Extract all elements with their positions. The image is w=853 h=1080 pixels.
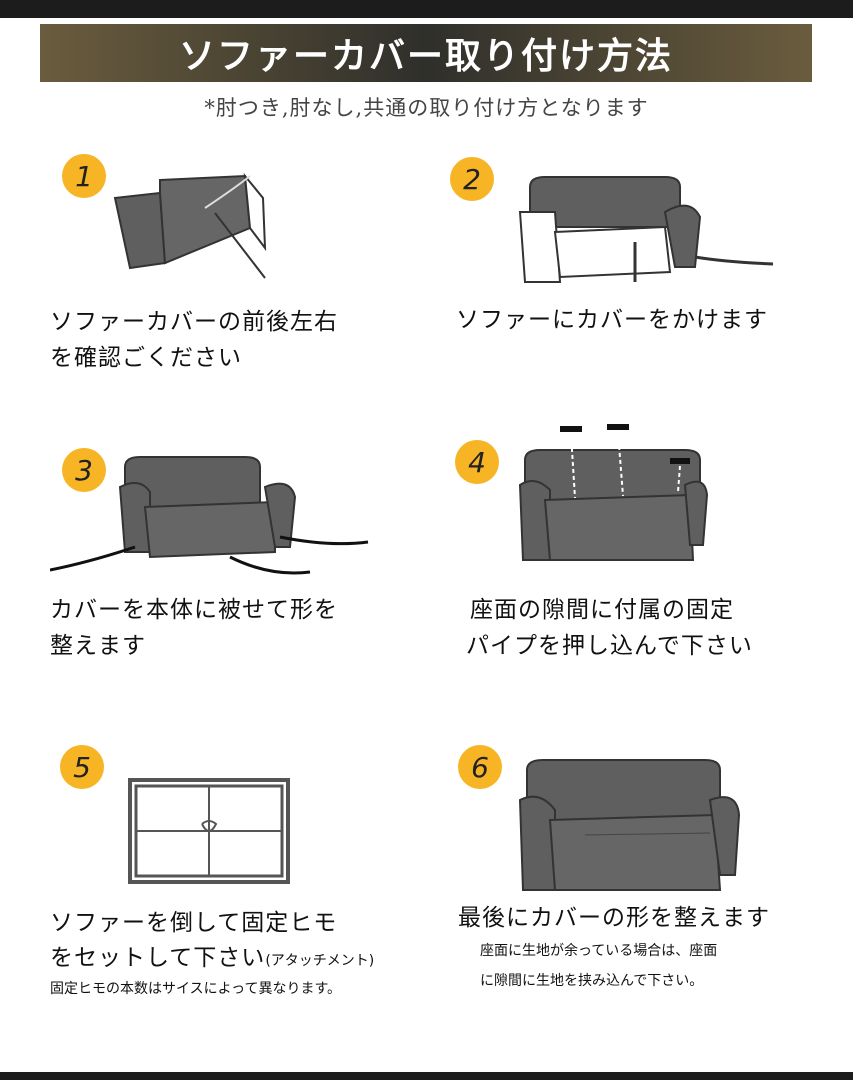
page-subtitle: *肘つき,肘なし,共通の取り付け方となります	[204, 96, 649, 120]
step-1-badge: 1	[62, 154, 106, 198]
step-3-text-line2: 整えます	[50, 633, 146, 659]
page-title: ソファーカバー取り付け方法	[178, 36, 673, 77]
step-6-badge: 6	[458, 745, 502, 789]
step-5-line2-suffix: (アタッチメント)	[265, 953, 375, 969]
step-1-text-line2: を確認ごください	[50, 345, 242, 371]
step-4-sofa-illustration	[518, 424, 709, 561]
step-4-text-line2: パイプを押し込んで下さい	[466, 633, 753, 659]
step-6-text-line1: 最後にカバーの形を整えます	[458, 905, 770, 931]
step-5-badge: 5	[60, 745, 104, 789]
step-5-line2-main: をセットして下さい	[50, 945, 266, 971]
step-4-badge: 4	[455, 440, 499, 484]
step-6-sofa-illustration	[518, 759, 741, 891]
step-2-text-line1: ソファーにカバーをかけます	[456, 307, 768, 333]
top-border	[0, 0, 853, 18]
title-banner: ソファーカバー取り付け方法	[40, 24, 812, 82]
step-5-note: 固定ヒモの本数はサイスによって異なります。	[50, 981, 342, 997]
bottom-border	[0, 1072, 853, 1080]
step-5-text-line2: をセットして下さい(アタッチメント)	[50, 940, 374, 979]
step-5-text-line1: ソファーを倒して固定ヒモ	[50, 910, 338, 936]
step-4-text-line1: 座面の隙間に付属の固定	[470, 597, 734, 623]
step-5-frame-illustration	[128, 778, 290, 884]
step-3-sofa-illustration	[50, 456, 369, 575]
step-3-text-line1: カバーを本体に被せて形を	[50, 597, 338, 623]
step-1-sofa-illustration	[113, 172, 267, 279]
step-2-badge: 2	[450, 157, 494, 201]
step-1-text-line1: ソファーカバーの前後左右	[50, 309, 338, 335]
step-6-note-line1: 座面に生地が余っている場合は、座面	[480, 943, 718, 959]
step-6-note-line2: に隙間に生地を挟み込んで下さい。	[480, 973, 704, 989]
step-3-badge: 3	[62, 448, 106, 492]
step-2-sofa-illustration	[518, 176, 774, 283]
